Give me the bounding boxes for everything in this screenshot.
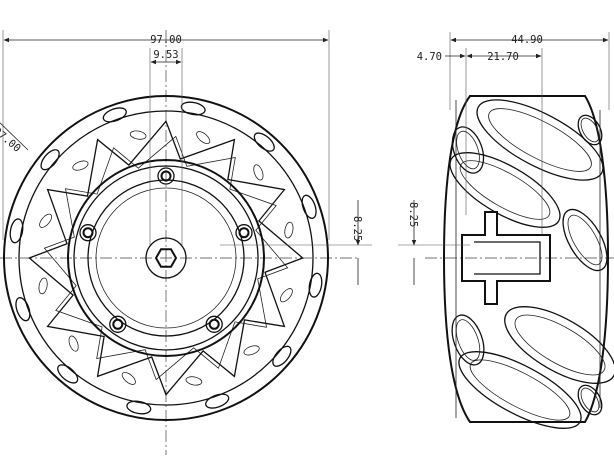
front-roller-cap <box>205 393 230 409</box>
front-bolt-head <box>235 224 253 242</box>
front-roller-hub-mark <box>243 345 260 356</box>
front-roller-hub-mark <box>39 213 53 228</box>
side-roller-inner <box>580 117 600 143</box>
front-roller-hub-mark <box>279 288 293 303</box>
front-hex-socket <box>154 248 178 268</box>
front-bolt-hole <box>160 170 172 182</box>
front-bolt-head <box>205 315 223 333</box>
front-roller-hub-mark <box>185 376 203 386</box>
front-hub-recess <box>95 187 237 329</box>
front-hub-plate <box>73 165 259 351</box>
side-roller <box>476 99 604 181</box>
side-roller <box>451 126 485 174</box>
dim-470-label: 4.70 <box>417 51 442 63</box>
dim-825f-label: 8.25 <box>351 216 363 241</box>
front-roller-group <box>9 101 323 415</box>
front-roller-cap <box>15 297 31 322</box>
side-roller <box>449 152 561 228</box>
side-roller <box>577 114 603 146</box>
front-bolt-group <box>79 167 253 333</box>
side-roller <box>451 314 485 366</box>
dim-449-label: 44.90 <box>511 34 543 46</box>
side-roller-inner <box>469 359 571 421</box>
front-bolt-hole <box>82 227 94 239</box>
dim-diameter-leader <box>0 122 29 151</box>
front-roller-cap <box>57 364 79 384</box>
side-roller-inner <box>580 387 600 413</box>
front-bolt-head <box>109 315 127 333</box>
front-roller-cage <box>28 120 304 396</box>
front-roller-cap <box>272 345 292 367</box>
side-roller <box>562 208 608 272</box>
front-roller-hub-mark <box>38 277 48 295</box>
front-roller-cap <box>253 132 275 152</box>
side-roller-group <box>449 99 614 429</box>
front-roller-cage-inner <box>43 135 289 381</box>
side-roller-inner <box>488 108 592 172</box>
front-roller-cap <box>40 149 60 171</box>
front-bolt-hole <box>238 227 250 239</box>
front-roller-hub-mark <box>284 221 294 239</box>
front-hub-boss <box>145 237 187 279</box>
front-roller-cap <box>180 101 206 116</box>
front-bolt-hole <box>112 318 124 330</box>
front-hub-outer <box>67 159 265 357</box>
front-roller-hub-mark <box>129 130 147 140</box>
side-hub-bore <box>474 241 541 275</box>
front-view <box>0 30 360 455</box>
side-roller-inner <box>567 214 603 266</box>
dim-97-label: 97.00 <box>150 34 182 46</box>
front-roller-cap <box>301 194 317 219</box>
dim-825s-label: 8.25 <box>407 202 419 227</box>
side-roller-inner <box>455 319 481 361</box>
side-roller-inner <box>456 130 480 170</box>
front-bolt-head <box>157 167 175 185</box>
side-roller-inner <box>514 314 606 376</box>
front-outer-rim <box>3 95 329 421</box>
front-roller-cap <box>126 400 152 415</box>
side-outer-profile <box>442 95 610 423</box>
front-bolt-hole <box>208 318 220 330</box>
side-view <box>425 95 614 429</box>
side-dimensions: 44.90 4.70 21.70 8.25 <box>398 32 610 285</box>
front-roller-cap <box>308 272 323 298</box>
side-roller <box>458 351 582 429</box>
side-roller-inner <box>459 160 551 220</box>
front-roller-cap <box>9 218 24 244</box>
front-roller-hub-mark <box>121 371 136 385</box>
front-roller-ring <box>18 110 314 406</box>
front-roller-hub-mark <box>72 160 89 171</box>
front-bolt-head <box>79 224 97 242</box>
front-roller-hub-mark <box>196 131 211 145</box>
front-roller-hub-mark <box>68 335 79 352</box>
side-roller <box>577 384 603 416</box>
side-hub-section <box>461 211 551 305</box>
front-roller-hub-mark <box>253 164 264 181</box>
front-roller-cap <box>102 107 127 123</box>
dim-2170-label: 21.70 <box>487 51 519 63</box>
dim-953-label: 9.53 <box>153 49 178 61</box>
